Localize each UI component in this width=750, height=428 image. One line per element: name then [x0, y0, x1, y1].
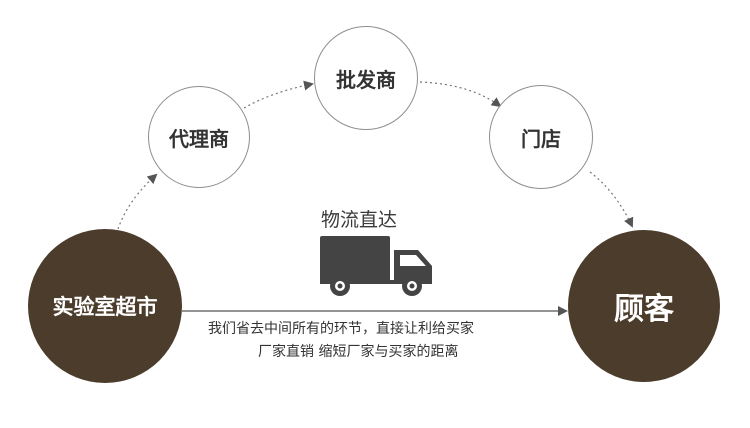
- node-supermarket: 实验室超市: [28, 229, 182, 383]
- truck-icon: [320, 236, 432, 296]
- arrow-wholesaler-to-store: [419, 81, 502, 108]
- node-wholesaler-label: 批发商: [336, 67, 396, 92]
- node-store: 门店: [489, 85, 593, 189]
- node-customer: 顾客: [568, 230, 720, 382]
- node-store-label: 门店: [521, 126, 561, 151]
- arrow-agent-to-wholesaler: [243, 80, 314, 109]
- node-agent: 代理商: [148, 86, 250, 188]
- description-line-1: 我们省去中间所有的环节，直接让利给买家: [208, 321, 474, 337]
- direct-delivery-label: 物流直达: [321, 209, 398, 231]
- node-supermarket-label: 实验室超市: [52, 295, 158, 319]
- description-line-2: 厂家直销 缩短厂家与买家的距离: [258, 344, 459, 360]
- arrow-store-to-customer: [589, 171, 634, 228]
- node-wholesaler: 批发商: [314, 26, 418, 130]
- node-agent-label: 代理商: [169, 126, 229, 151]
- arrow-supermarket-to-agent: [117, 173, 158, 230]
- node-customer-label: 顾客: [614, 292, 674, 327]
